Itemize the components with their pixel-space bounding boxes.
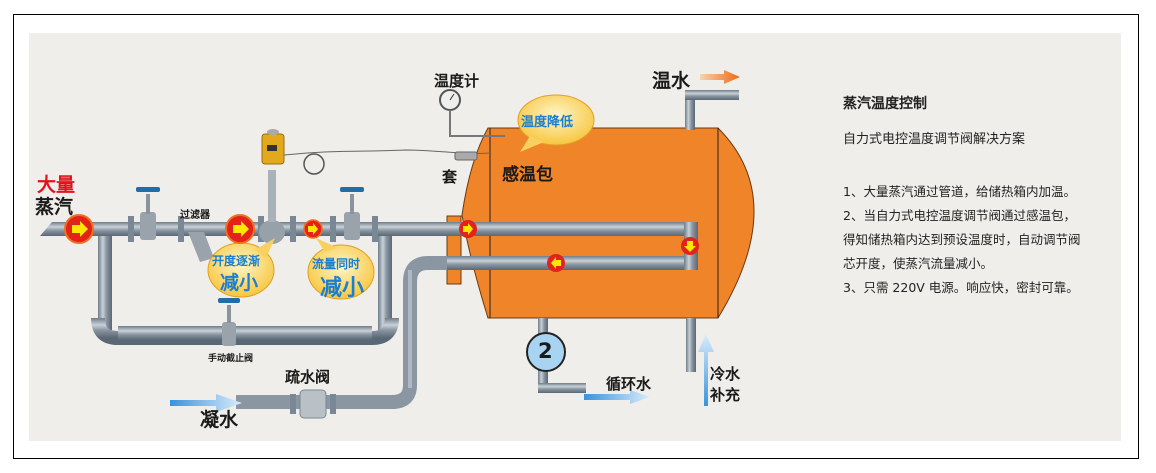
cold-water-inlet — [686, 318, 714, 406]
thermometer — [439, 89, 505, 161]
gate-valve-1 — [136, 187, 160, 240]
description-point-1: 1、大量蒸汽通过管道，给储热箱内加温。 — [843, 184, 1076, 199]
steam-label: 蒸汽 — [35, 196, 74, 218]
sensor-bulb-label: 感温包 — [502, 165, 553, 185]
steam-amount-label: 大量 — [37, 174, 76, 196]
bubble-opening-line1: 开度逐渐 — [212, 254, 261, 268]
description-title: 蒸汽温度控制 — [843, 96, 927, 112]
steam-trap — [290, 389, 336, 419]
flow-indicator-after-valve — [303, 219, 323, 239]
sleeve-label: 套 — [442, 168, 458, 186]
bubble-flow-line1: 流量同时 — [312, 257, 361, 271]
description-subtitle: 自力式电控温度调节阀解决方案 — [843, 132, 1026, 147]
warm-water-outlet — [685, 70, 740, 130]
bubble-temp-drop-text: 温度降低 — [521, 115, 574, 130]
flow-indicator-coil-down — [681, 237, 699, 255]
filter-strainer — [188, 232, 214, 262]
flow-indicator-coil-return — [547, 254, 565, 272]
bubble-temp-drop — [517, 94, 595, 152]
description-point-3: 3、只需 220V 电源。响应快，密封可靠。 — [843, 280, 1079, 295]
circulating-water-label: 循环水 — [606, 375, 652, 393]
warm-water-label: 温水 — [652, 70, 691, 92]
cold-water-label-line1: 冷水 — [710, 365, 741, 383]
gate-valve-2 — [340, 187, 364, 240]
electric-control-valve — [259, 129, 491, 244]
description-point-2: 2、当自力式电控温度调节阀通过感温包，得知储热箱内达到预设温度时，自动调节阀芯开… — [843, 208, 1081, 271]
pump-number: 2 — [538, 339, 553, 363]
heating-coil — [440, 222, 698, 270]
manual-stop-valve — [218, 298, 240, 346]
drain-valve-label: 疏水阀 — [285, 368, 331, 386]
flow-indicator-steam-in — [64, 214, 94, 244]
condensate-arrow — [170, 394, 242, 412]
bubble-flow-decrease — [307, 238, 375, 300]
cold-water-label-line2: 补充 — [710, 386, 741, 404]
filter-label: 过滤器 — [180, 210, 210, 221]
circulation-outlet — [526, 318, 586, 393]
bubble-flow-line2: 减小 — [320, 276, 365, 301]
bubble-opening-line2: 减小 — [220, 272, 259, 294]
condensate-label: 凝水 — [200, 409, 239, 431]
thermometer-label: 温度计 — [434, 72, 480, 90]
description-panel: 蒸汽温度控制 自力式电控温度调节阀解决方案 1、大量蒸汽通过管道，给储热箱内加温… — [843, 92, 1083, 300]
circulating-water-arrow — [584, 390, 650, 404]
flow-indicator-before-valve — [225, 214, 255, 244]
flow-indicator-coil-in — [459, 220, 477, 238]
manual-stop-valve-label: 手动截止阀 — [208, 354, 254, 364]
